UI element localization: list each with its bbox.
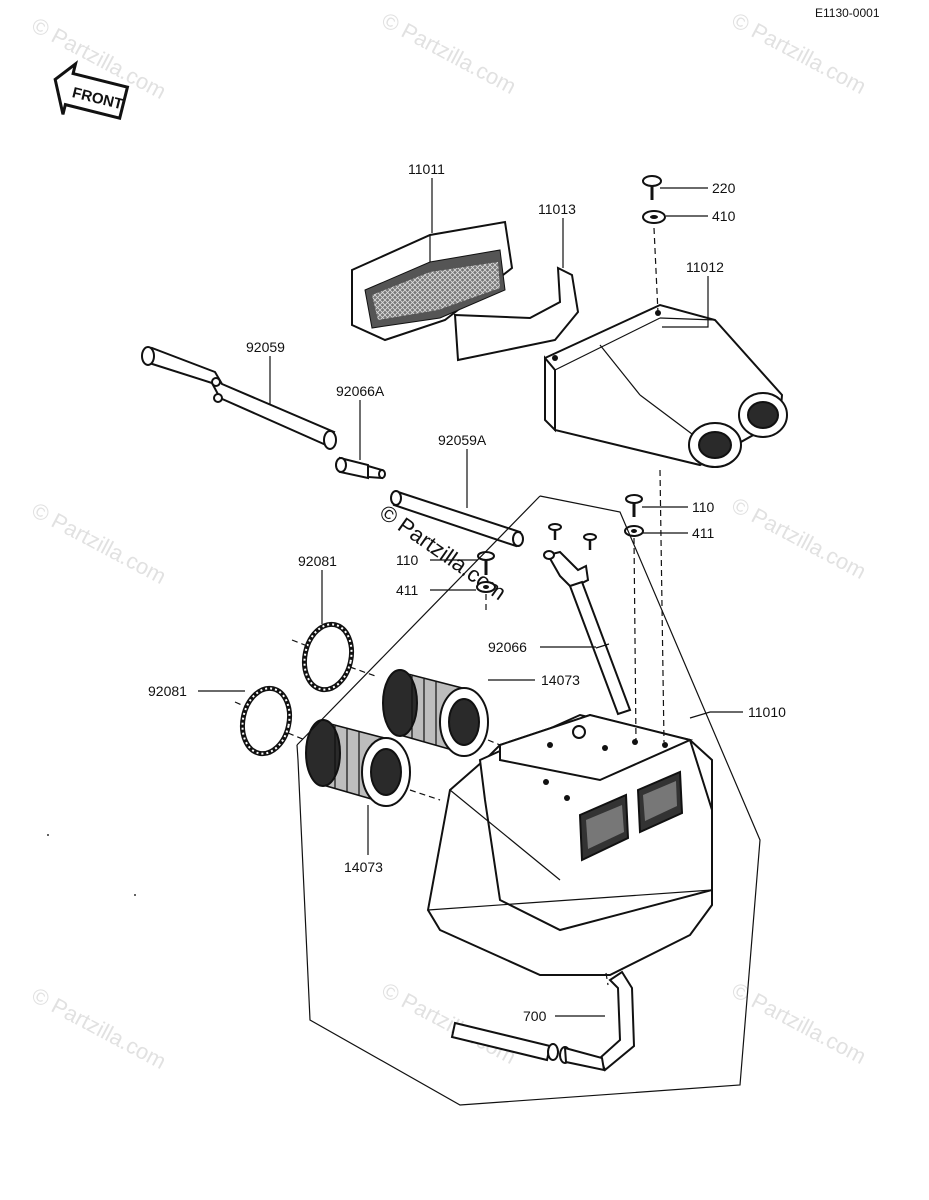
callout-411-right: 411 (692, 525, 715, 541)
leader-lines (198, 178, 743, 1017)
duct-14073-bottom (305, 719, 411, 807)
callout-411-left: 411 (396, 582, 419, 598)
filter-wrap-11013 (453, 266, 580, 362)
callout-14073-bottom: 14073 (344, 859, 383, 875)
callout-110-left: 110 (396, 552, 419, 568)
diagram-code: E1130-0001 (815, 6, 880, 20)
air-box-body-11010 (426, 713, 713, 976)
callout-92066: 92066 (488, 639, 527, 655)
hose-92059 (141, 346, 337, 450)
watermark: © Partzilla.com (378, 7, 521, 99)
watermark: © Partzilla.com (28, 497, 171, 589)
callout-11012: 11012 (686, 259, 724, 275)
screw-220 (642, 175, 662, 200)
speck (134, 894, 136, 896)
hose-92059A (390, 490, 524, 548)
assembly-outline (296, 495, 761, 1106)
callout-labels: 11011 11013 220 410 11012 92059 92066A 9… (148, 161, 786, 1024)
air-box-cover-11012 (543, 303, 788, 468)
callout-11011: 11011 (408, 161, 445, 177)
callout-700: 700 (523, 1008, 547, 1024)
alignment-lines (234, 227, 665, 986)
callout-110-right: 110 (692, 499, 715, 515)
watermark: © Partzilla.com (378, 977, 521, 1069)
fitting-92066A (335, 456, 386, 480)
watermark: © Partzilla.com (728, 977, 871, 1069)
filter-element-11011 (351, 220, 514, 342)
callout-11013: 11013 (538, 201, 576, 217)
watermark: © Partzilla.com (728, 492, 871, 584)
callout-92059: 92059 (246, 339, 285, 355)
callout-410: 410 (712, 208, 736, 224)
duct-14073-right (382, 669, 489, 757)
breather-tube-92066 (543, 550, 632, 716)
drain-hose-700 (450, 970, 636, 1072)
bolt-110-right (625, 494, 643, 517)
washer-410 (642, 210, 666, 224)
callout-14073-right: 14073 (541, 672, 580, 688)
callout-92081-top: 92081 (298, 553, 337, 569)
speck (47, 834, 49, 836)
callout-11010: 11010 (748, 704, 786, 720)
callout-92059A: 92059A (438, 432, 487, 448)
front-arrow: FRONT (53, 60, 130, 120)
washer-411-left (476, 581, 496, 593)
callout-92081-left: 92081 (148, 683, 187, 699)
clamp-92081-top (301, 621, 355, 693)
watermark: © Partzilla.com (728, 7, 871, 99)
small-screw (583, 533, 597, 550)
callout-220: 220 (712, 180, 736, 196)
callout-92066A: 92066A (336, 383, 385, 399)
watermark: © Partzilla.com (28, 982, 171, 1074)
small-screw (548, 523, 562, 540)
clamp-92081-left (239, 685, 293, 757)
